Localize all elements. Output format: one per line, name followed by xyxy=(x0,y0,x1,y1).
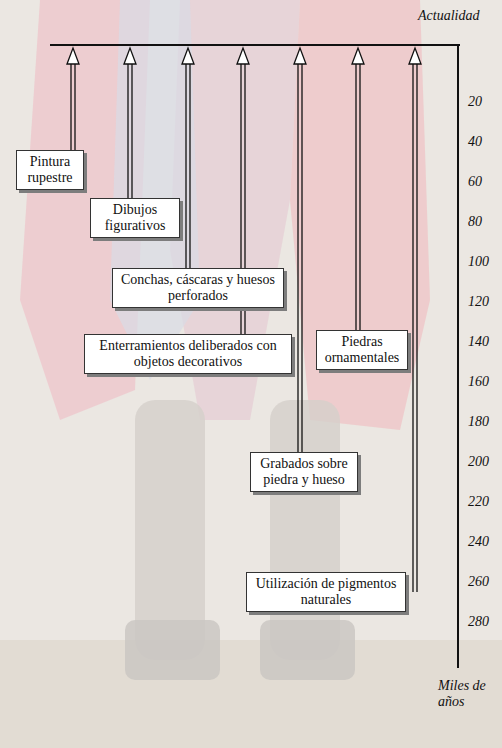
event-box: Grabados sobre piedra y hueso xyxy=(250,452,358,492)
present-line xyxy=(50,44,460,46)
scale-number: 120 xyxy=(468,294,489,310)
time-arrow xyxy=(124,48,136,218)
blue-plaid xyxy=(110,0,200,380)
event-text: Dibujos figurativos xyxy=(97,202,173,234)
scale-number: 20 xyxy=(468,94,482,110)
event-box: Utilización de pigmentos naturales xyxy=(246,572,406,612)
event-text: Conchas, cáscaras y huesos perforados xyxy=(119,272,277,304)
present-label: Actualidad xyxy=(418,8,479,24)
time-axis xyxy=(457,45,459,668)
event-box: Piedras ornamentales xyxy=(316,330,408,370)
scale-number: 100 xyxy=(468,254,489,270)
scale-number: 160 xyxy=(468,374,489,390)
event-text: Grabados sobre piedra y hueso xyxy=(257,456,351,488)
time-arrow xyxy=(294,48,306,472)
event-box: Dibujos figurativos xyxy=(90,198,180,238)
event-text: Piedras ornamentales xyxy=(323,334,401,366)
foot xyxy=(260,620,355,680)
event-box: Enterramientos deliberados con objetos d… xyxy=(84,334,292,374)
scale-number: 180 xyxy=(468,414,489,430)
scale-number: 280 xyxy=(468,614,489,630)
foot xyxy=(125,620,220,680)
axis-unit: Miles de años xyxy=(438,678,498,710)
time-arrow xyxy=(182,48,194,288)
time-arrow xyxy=(409,48,421,592)
event-box: Conchas, cáscaras y huesos perforados xyxy=(112,268,284,308)
scale-number: 220 xyxy=(468,494,489,510)
scale-number: 60 xyxy=(468,174,482,190)
scale-number: 240 xyxy=(468,534,489,550)
event-text: Pintura rupestre xyxy=(23,154,77,186)
scale-number: 200 xyxy=(468,454,489,470)
sand xyxy=(0,640,502,748)
event-box: Pintura rupestre xyxy=(16,150,84,190)
scale-number: 80 xyxy=(468,214,482,230)
time-arrow xyxy=(352,48,364,350)
red-cloth xyxy=(290,0,430,430)
event-text: Enterramientos deliberados con objetos d… xyxy=(91,338,285,370)
scale-number: 140 xyxy=(468,334,489,350)
event-text: Utilización de pigmentos naturales xyxy=(253,576,399,608)
scale-number: 40 xyxy=(468,134,482,150)
scale-number: 260 xyxy=(468,574,489,590)
